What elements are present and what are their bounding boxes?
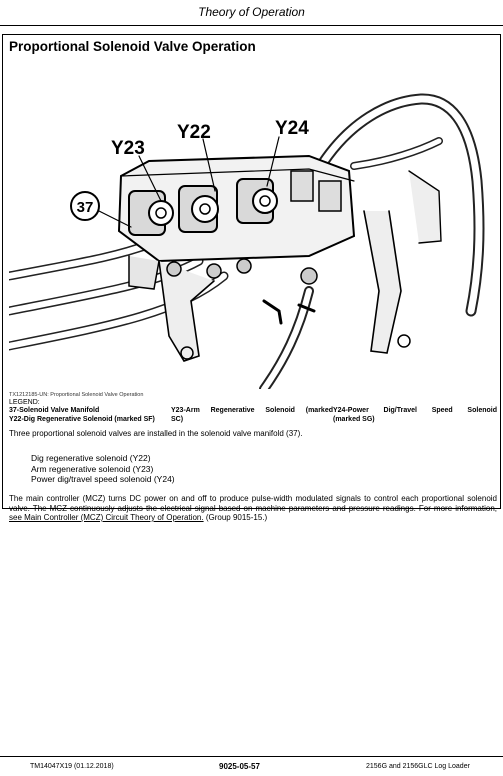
list-item: Power dig/travel speed solenoid (Y24) — [31, 474, 175, 484]
list-item: Arm regenerative solenoid (Y23) — [31, 463, 154, 474]
page-footer: TM14047X19 (01.12.2018) 9025-05-57 2156G… — [0, 756, 503, 776]
callout-y24: Y24 — [275, 118, 309, 139]
solenoid-valve-figure: Y23 Y22 Y24 37 — [9, 61, 495, 389]
content-section: Proportional Solenoid Valve Operation — [2, 34, 501, 522]
callout-manifold-37: 37 — [77, 199, 94, 216]
legend-item: 37-Solenoid Valve Manifold — [9, 407, 100, 414]
valve-list: Dig regenerative solenoid (Y22) Arm rege… — [31, 453, 175, 485]
mcz-theory-link[interactable]: see Main Controller (MCZ) Circuit Theory… — [9, 513, 204, 522]
intro-paragraph: Three proportional solenoid valves are i… — [9, 429, 303, 438]
section-title: Proportional Solenoid Valve Operation — [9, 39, 256, 54]
list-item: Dig regenerative solenoid (Y22) — [31, 453, 151, 463]
callout-y23: Y23 — [111, 138, 145, 159]
footer-manual-id: TM14047X19 (01.12.2018) — [30, 763, 114, 770]
figure-caption: TX1212185-UN: Proportional Solenoid Valv… — [9, 392, 144, 398]
group-reference: (Group 9015-15.) — [203, 513, 268, 522]
legend-item: Y22-Dig Regenerative Solenoid (marked SF… — [9, 415, 155, 423]
footer-product-name: 2156G and 2156GLC Log Loader — [366, 763, 470, 770]
legend-item: Y24-Power Dig/Travel Speed Solenoid — [333, 407, 497, 414]
callout-y22: Y22 — [177, 122, 211, 143]
legend-column-3: Y24-Power Dig/Travel Speed Solenoid (mar… — [333, 407, 497, 424]
legend-item: Y23-Arm Regenerative Solenoid (marked — [171, 407, 333, 414]
page-header: Theory of Operation — [0, 0, 503, 26]
body-paragraph: The main controller (MCZ) turns DC power… — [9, 494, 497, 523]
header-title: Theory of Operation — [198, 5, 305, 19]
legend-column-1: 37-Solenoid Valve Manifold Y22-Dig Regen… — [9, 407, 171, 424]
legend-item: (marked SG) — [333, 415, 375, 423]
footer-page-number: 9025-05-57 — [219, 762, 260, 771]
legend-title: LEGEND: — [9, 399, 40, 406]
legend: 37-Solenoid Valve Manifold Y22-Dig Regen… — [9, 407, 497, 424]
body-text: The main controller (MCZ) turns DC power… — [9, 494, 497, 513]
legend-item: SC) — [171, 415, 184, 423]
legend-column-2: Y23-Arm Regenerative Solenoid (marked SC… — [171, 407, 333, 424]
